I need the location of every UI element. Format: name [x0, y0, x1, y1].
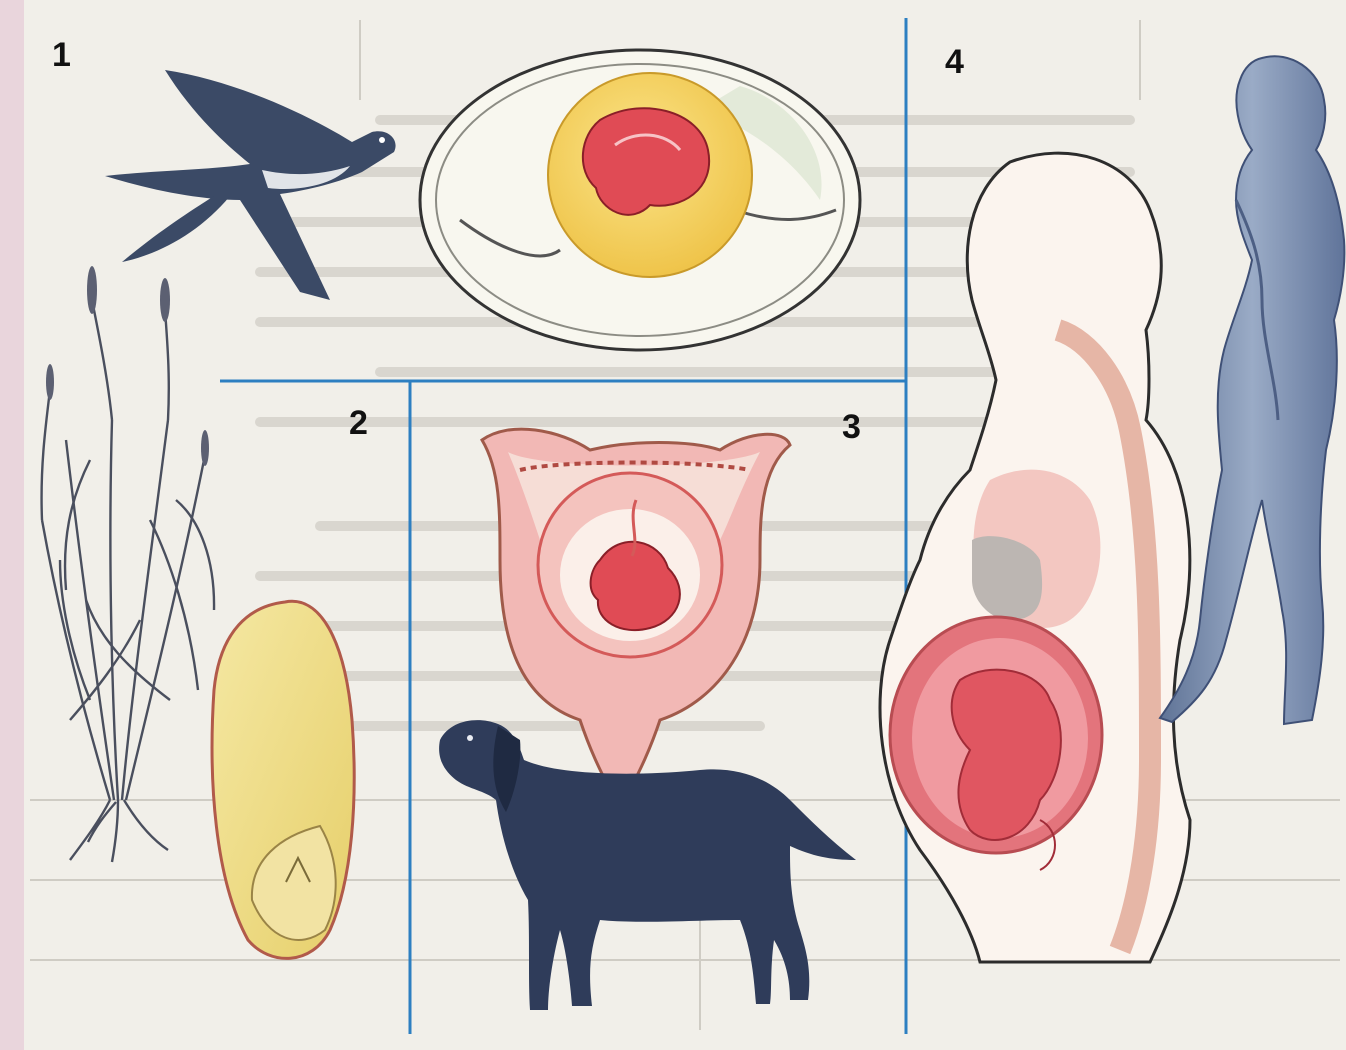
panel-label-1: 1 [52, 38, 71, 72]
bird-egg-embryo-icon [420, 50, 860, 350]
panel-label-4: 4 [945, 45, 964, 79]
panel-label-3: 3 [842, 410, 861, 444]
page-edge [0, 0, 24, 1050]
grain-seed-icon [212, 601, 354, 958]
panel-label-2: 2 [349, 406, 368, 440]
